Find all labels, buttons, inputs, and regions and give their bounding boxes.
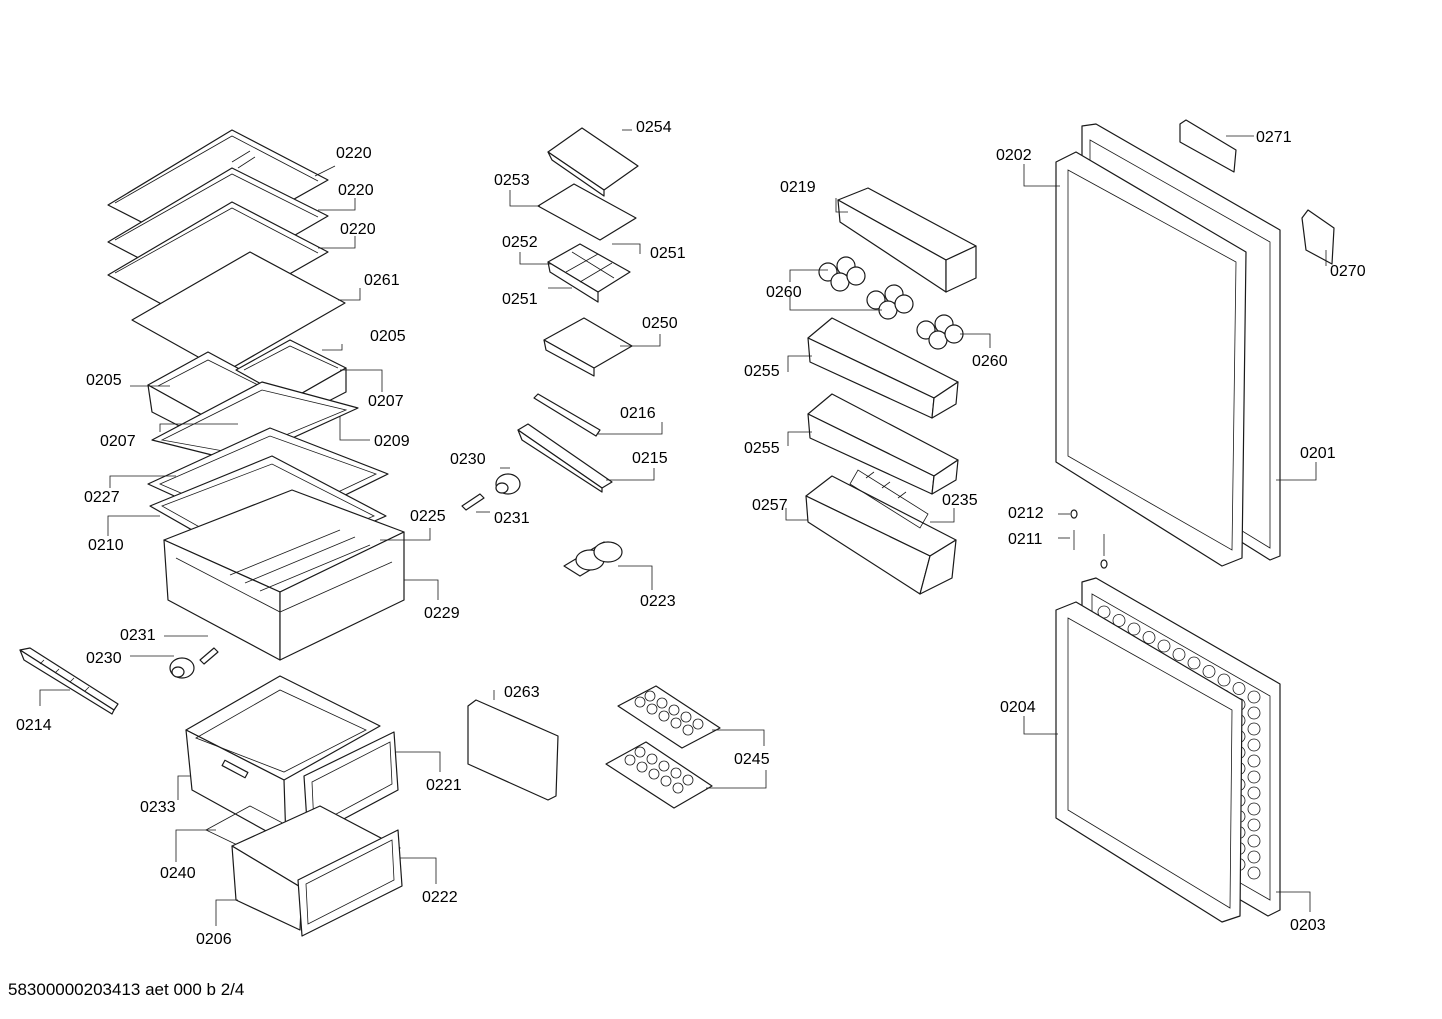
label-0254: 0254	[636, 119, 672, 136]
egg-cups-0260-a	[818, 256, 866, 292]
cover-plate-0261	[131, 251, 346, 373]
egg-tray-0245-lower	[605, 741, 713, 809]
label-0207-left: 0207	[100, 433, 136, 450]
label-0219: 0219	[780, 179, 816, 196]
egg-insert-0252	[547, 243, 631, 303]
door-gasket-0204	[1055, 601, 1243, 923]
document-footer: 58300000203413 aet 000 b 2/4	[8, 980, 245, 999]
label-0209: 0209	[374, 433, 410, 450]
label-0271: 0271	[1256, 129, 1292, 146]
label-0251-left: 0251	[502, 291, 538, 308]
label-0227: 0227	[84, 489, 120, 506]
label-0204: 0204	[1000, 699, 1036, 716]
door-shelf-0255-upper	[807, 317, 959, 419]
label-0220-bottom: 0220	[340, 221, 376, 238]
drawer-front-0222	[297, 829, 403, 937]
panel-0270	[1301, 209, 1335, 265]
label-0212: 0212	[1008, 505, 1044, 522]
label-0255-upper: 0255	[744, 363, 780, 380]
pin-0231-center	[461, 493, 485, 511]
strip-0216	[533, 393, 601, 437]
egg-cups-0260-c	[916, 314, 964, 350]
label-0253: 0253	[494, 172, 530, 189]
butter-box-0219	[837, 187, 977, 293]
egg-cups-0260-b	[866, 284, 914, 320]
door-gasket-0202	[1055, 151, 1247, 567]
hinge-pin-0211	[1073, 530, 1108, 569]
label-0222: 0222	[422, 889, 458, 906]
roller-0230-center	[495, 473, 521, 495]
roller-0230-left	[169, 657, 195, 679]
tray-0254	[547, 127, 639, 197]
drawer-0229	[163, 489, 405, 661]
leader-lines	[39, 129, 1327, 926]
door-shelf-0255-lower	[807, 393, 959, 495]
label-0231-left: 0231	[120, 627, 156, 644]
label-0230-center: 0230	[450, 451, 486, 468]
label-0250: 0250	[642, 315, 678, 332]
label-0255-lower: 0255	[744, 440, 780, 457]
clip-0223	[563, 541, 623, 577]
freezer-drawer-0233	[185, 675, 381, 843]
label-0205-left: 0205	[86, 372, 122, 389]
label-0201: 0201	[1300, 445, 1336, 462]
label-0231-center: 0231	[494, 510, 530, 527]
label-0233: 0233	[140, 799, 176, 816]
label-0216: 0216	[620, 405, 656, 422]
label-0210: 0210	[88, 537, 124, 554]
label-0211: 0211	[1008, 531, 1043, 548]
pin-0231-left	[199, 647, 219, 665]
label-0221: 0221	[426, 777, 462, 794]
bottle-shelf-0257	[805, 475, 957, 595]
label-0206: 0206	[196, 931, 232, 948]
label-0220-middle: 0220	[338, 182, 374, 199]
part-labels: 0220 0220 0220 0261 0205 0205 0207 0207 …	[16, 119, 1366, 948]
label-0257: 0257	[752, 497, 788, 514]
rail-0215	[517, 423, 613, 493]
label-0235: 0235	[942, 492, 978, 509]
label-0205-right: 0205	[370, 328, 406, 345]
label-0220-top: 0220	[336, 145, 372, 162]
label-0270: 0270	[1330, 263, 1366, 280]
panel-0263	[467, 699, 559, 801]
label-0229: 0229	[424, 605, 460, 622]
egg-tray-0245-upper	[617, 685, 721, 749]
label-0202: 0202	[996, 147, 1032, 164]
screw-0212	[1070, 509, 1078, 519]
lower-drawer-0206	[231, 805, 401, 931]
label-0260-right: 0260	[972, 353, 1008, 370]
label-0207-right: 0207	[368, 393, 404, 410]
label-0261: 0261	[364, 272, 400, 289]
label-0251-right: 0251	[650, 245, 686, 262]
label-0252: 0252	[502, 234, 538, 251]
label-0240: 0240	[160, 865, 196, 882]
rail-0214	[19, 647, 119, 715]
label-0230-left: 0230	[86, 650, 122, 667]
label-0214: 0214	[16, 717, 52, 734]
tray-0250	[543, 317, 633, 377]
label-0260-left: 0260	[766, 284, 802, 301]
label-0223: 0223	[640, 593, 676, 610]
divider-0235	[849, 469, 929, 529]
label-0203: 0203	[1290, 917, 1326, 934]
label-0245: 0245	[734, 751, 770, 768]
label-0263: 0263	[504, 684, 540, 701]
film-0253	[537, 183, 637, 241]
label-0215: 0215	[632, 450, 668, 467]
label-0271	[1179, 119, 1237, 173]
label-0225: 0225	[410, 508, 446, 525]
